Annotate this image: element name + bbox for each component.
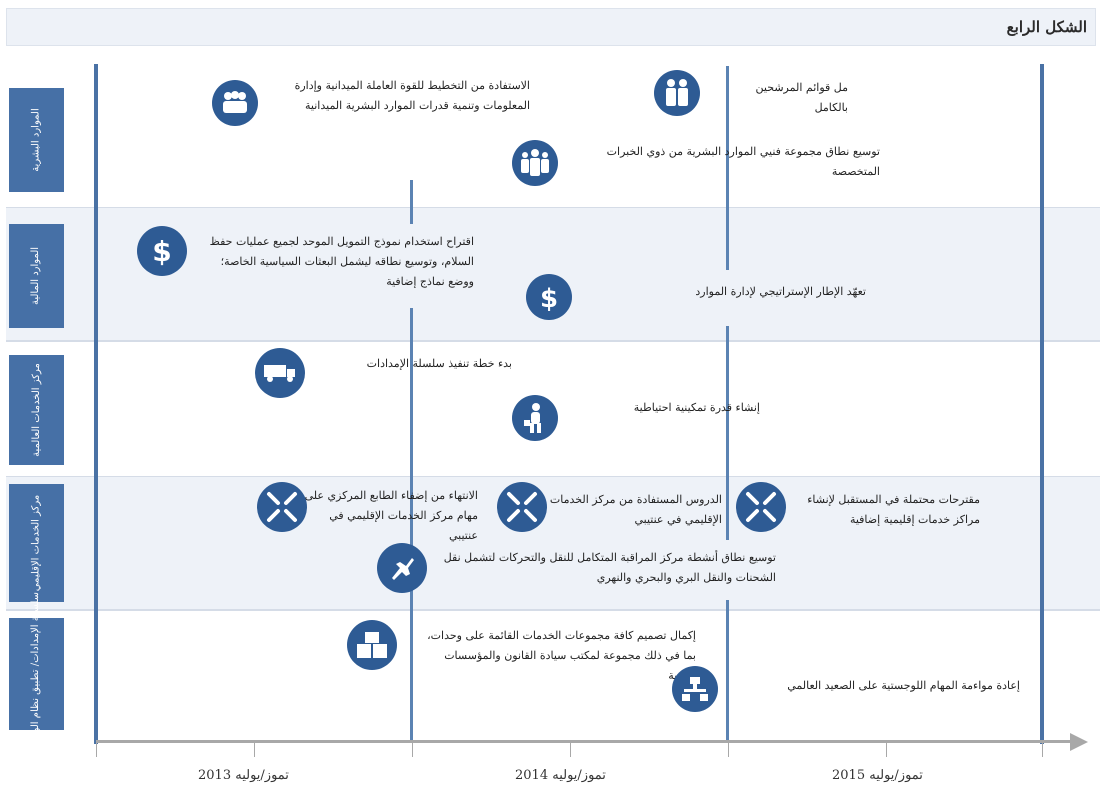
dollar-icon: $ (137, 226, 187, 276)
item-rsc-additional-centres: مقترحات محتملة في المستقبل لإنشاء مراكز … (807, 493, 980, 526)
item-rsc-transport-control: توسيع نطاق أنشطة مركز المراقبة المتكامل … (443, 551, 776, 584)
truck-icon (255, 348, 305, 398)
date-label-2015: تموز/يوليه 2015 (832, 768, 923, 783)
dollar-icon: $ (526, 274, 572, 320)
divider (6, 340, 1100, 341)
svg-text:$: $ (152, 236, 171, 266)
row-label-finance: الموارد المالية (9, 224, 64, 328)
axis-tick (412, 743, 413, 757)
axis-tick (886, 743, 887, 757)
row-label-supply-chain: سلسلة الإمدادات/ تطبيق نظام الوحدات (9, 592, 64, 756)
timeline-line-2015 (726, 66, 729, 742)
item-sc-service-packages: إكمال تصميم كافة مجموعات الخدمات القائمة… (427, 629, 696, 682)
date-label-2013: تموز/يوليه 2013 (198, 768, 289, 783)
item-gsc-standby-capacity: إنشاء قدرة تمكينية احتياطية (633, 401, 760, 414)
axis-arrow-icon (1070, 733, 1088, 751)
converging-arrows-icon (497, 482, 547, 532)
timeline-line-end (1040, 64, 1044, 744)
person-walking-icon (512, 395, 558, 441)
row-label-regional-service: مركز الخدمات الإقليمي (9, 484, 64, 602)
title-bar: الشكل الرابع (6, 8, 1096, 46)
item-rsc-lessons-learned: الدروس المستفادة من مركز الخدمات الإقليم… (549, 493, 722, 526)
time-axis (96, 740, 1076, 743)
people-group-icon (212, 80, 258, 126)
row-label-hr: الموارد البشرية (9, 88, 64, 192)
item-rsc-centralization: الانتهاء من إضفاء الطابع المركزي على مها… (304, 489, 478, 542)
text-box (196, 224, 480, 308)
item-sc-logistics-realignment: إعادة مواءمة المهام اللوجستية على الصعيد… (787, 679, 1020, 692)
axis-tick (570, 743, 571, 757)
text-box (590, 270, 872, 326)
timeline-line-2014 (410, 180, 413, 742)
svg-text:$: $ (540, 284, 558, 311)
axis-tick (1042, 743, 1043, 757)
item-hr-specialist-expansion: توسيع نطاق مجموعة فنيي الموارد البشرية م… (606, 145, 880, 178)
figure-title: الشكل الرابع (1006, 18, 1087, 36)
divider (6, 609, 1100, 610)
timeline-line-start (94, 64, 98, 744)
item-fin-funding-model: اقتراح استخدام نموذج التمويل الموحد لجمي… (209, 235, 474, 288)
item-gsc-supply-chain-plan: بدء خطة تنفيذ سلسلة الإمدادات (366, 357, 512, 370)
converging-arrows-icon (736, 482, 786, 532)
converging-arrows-icon (257, 482, 307, 532)
hierarchy-icon (672, 666, 718, 712)
axis-tick (728, 743, 729, 757)
item-fin-strategic-framework: تعهّد الإطار الإستراتيجي لإدارة الموارد (695, 285, 866, 298)
row-label-global-service: مركز الخدمات العالمية (9, 355, 64, 465)
people-group-icon (512, 140, 558, 186)
people-group-icon (654, 70, 700, 116)
airplane-icon (377, 543, 427, 593)
boxes-icon (347, 620, 397, 670)
date-label-2014: تموز/يوليه 2014 (515, 768, 606, 783)
axis-tick (254, 743, 255, 757)
text-box (430, 540, 782, 600)
item-hr-candidate-rosters: مل قوائم المرشحين بالكامل (755, 81, 848, 114)
item-hr-workforce-planning: الاستفادة من التخطيط للقوة العاملة الميد… (294, 79, 530, 112)
axis-tick (96, 743, 97, 757)
